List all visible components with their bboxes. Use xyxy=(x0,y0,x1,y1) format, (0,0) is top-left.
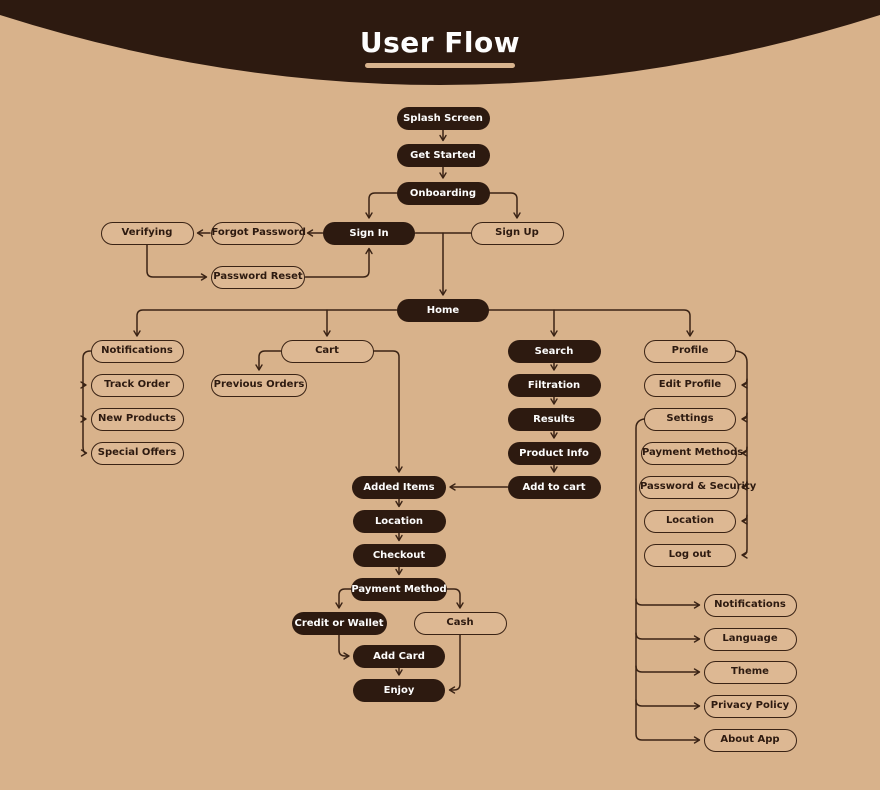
edge-cash-enjoy xyxy=(448,633,461,694)
edge-profile-settings xyxy=(741,412,748,423)
flow-node-notifications: Notifications xyxy=(90,339,184,363)
flow-node-sign-up: Sign Up xyxy=(470,221,564,245)
flow-node-enjoy: Enjoy xyxy=(353,678,445,702)
edge-profile-edit-profile xyxy=(741,378,748,389)
edge-settings-theme xyxy=(635,665,701,676)
edge-settings-privacy-policy xyxy=(635,699,701,710)
edge-profile-location xyxy=(741,514,748,525)
flow-node-special-offers: Special Offers xyxy=(90,441,184,465)
flow-node-search: Search xyxy=(507,339,601,363)
edge-cart-previous-orders xyxy=(255,350,282,371)
edge-settings-notifications xyxy=(635,598,701,609)
flow-node-onboarding: Onboarding xyxy=(396,181,490,205)
flow-node-about-app: About App xyxy=(703,728,797,752)
flow-node-credit-or-wallet: Credit or Wallet xyxy=(291,611,387,635)
edge-verifying-password-reset xyxy=(146,243,208,281)
flow-node-payment-methods: Payment Methods xyxy=(641,441,743,465)
edge-password-reset-sign-in xyxy=(304,247,373,278)
edge-profile-payment-methods xyxy=(741,446,748,457)
flow-node-language: Language xyxy=(703,627,797,651)
flow-node-settings: Settings xyxy=(644,407,736,431)
flow-node-profile: Profile xyxy=(644,339,736,363)
edge-payment-method-cash xyxy=(446,588,464,609)
edge-payment-method-credit-or-wallet xyxy=(335,588,352,609)
header-curve xyxy=(0,0,880,85)
flow-node-add-card: Add Card xyxy=(353,644,445,668)
flow-node-location: Location xyxy=(352,509,446,533)
flow-node-checkout: Checkout xyxy=(352,543,446,567)
flow-node-added-items: Added Items xyxy=(352,475,446,499)
header: User Flow xyxy=(0,0,880,100)
edge-onboarding-sign-up xyxy=(488,192,521,219)
edge-cart-added-items xyxy=(372,350,403,473)
flow-node-track-order: Track Order xyxy=(90,373,184,397)
flow-node-password-security: Password & Security xyxy=(639,475,756,499)
flow-node-filtration: Filtration xyxy=(507,373,601,397)
title-underline xyxy=(365,63,515,68)
edge-settings-language xyxy=(635,632,701,643)
flow-node-privacy-policy: Privacy Policy xyxy=(703,694,797,718)
flow-node-previous-orders: Previous Orders xyxy=(211,373,307,397)
edge-credit-or-wallet-add-card xyxy=(338,633,350,660)
flow-node-notifications-settings: Notifications xyxy=(703,593,797,617)
flow-node-log-out: Log out xyxy=(644,543,736,567)
flow-node-sign-in: Sign In xyxy=(323,221,415,245)
edge-onboarding-sign-in xyxy=(365,192,398,219)
edge-settings-about-app xyxy=(635,418,701,744)
edge-profile-password-security xyxy=(741,480,748,491)
flow-node-splash-screen: Splash Screen xyxy=(396,106,490,130)
flow-node-add-to-cart: Add to cart xyxy=(507,475,601,499)
flow-node-payment-method: Payment Method xyxy=(351,577,447,601)
flow-node-results: Results xyxy=(507,407,601,431)
flow-node-edit-profile: Edit Profile xyxy=(644,373,736,397)
flow-node-password-reset: Password Reset xyxy=(211,265,305,289)
flow-node-location-profile: Location xyxy=(644,509,736,533)
flow-node-home: Home xyxy=(397,298,489,322)
flow-node-verifying: Verifying xyxy=(100,221,194,245)
flow-node-theme: Theme xyxy=(703,660,797,684)
edge-home-profile xyxy=(488,309,694,337)
edge-notifications-special-offers xyxy=(80,350,92,457)
page-title: User Flow xyxy=(359,26,521,59)
flow-node-product-info: Product Info xyxy=(507,441,601,465)
edge-home-notifications xyxy=(133,309,398,337)
flow-node-cash: Cash xyxy=(413,611,507,635)
flow-node-forgot-password: Forgot Password xyxy=(210,221,306,245)
flow-node-cart: Cart xyxy=(280,339,374,363)
flow-node-new-products: New Products xyxy=(90,407,184,431)
flow-node-get-started: Get Started xyxy=(396,143,490,167)
